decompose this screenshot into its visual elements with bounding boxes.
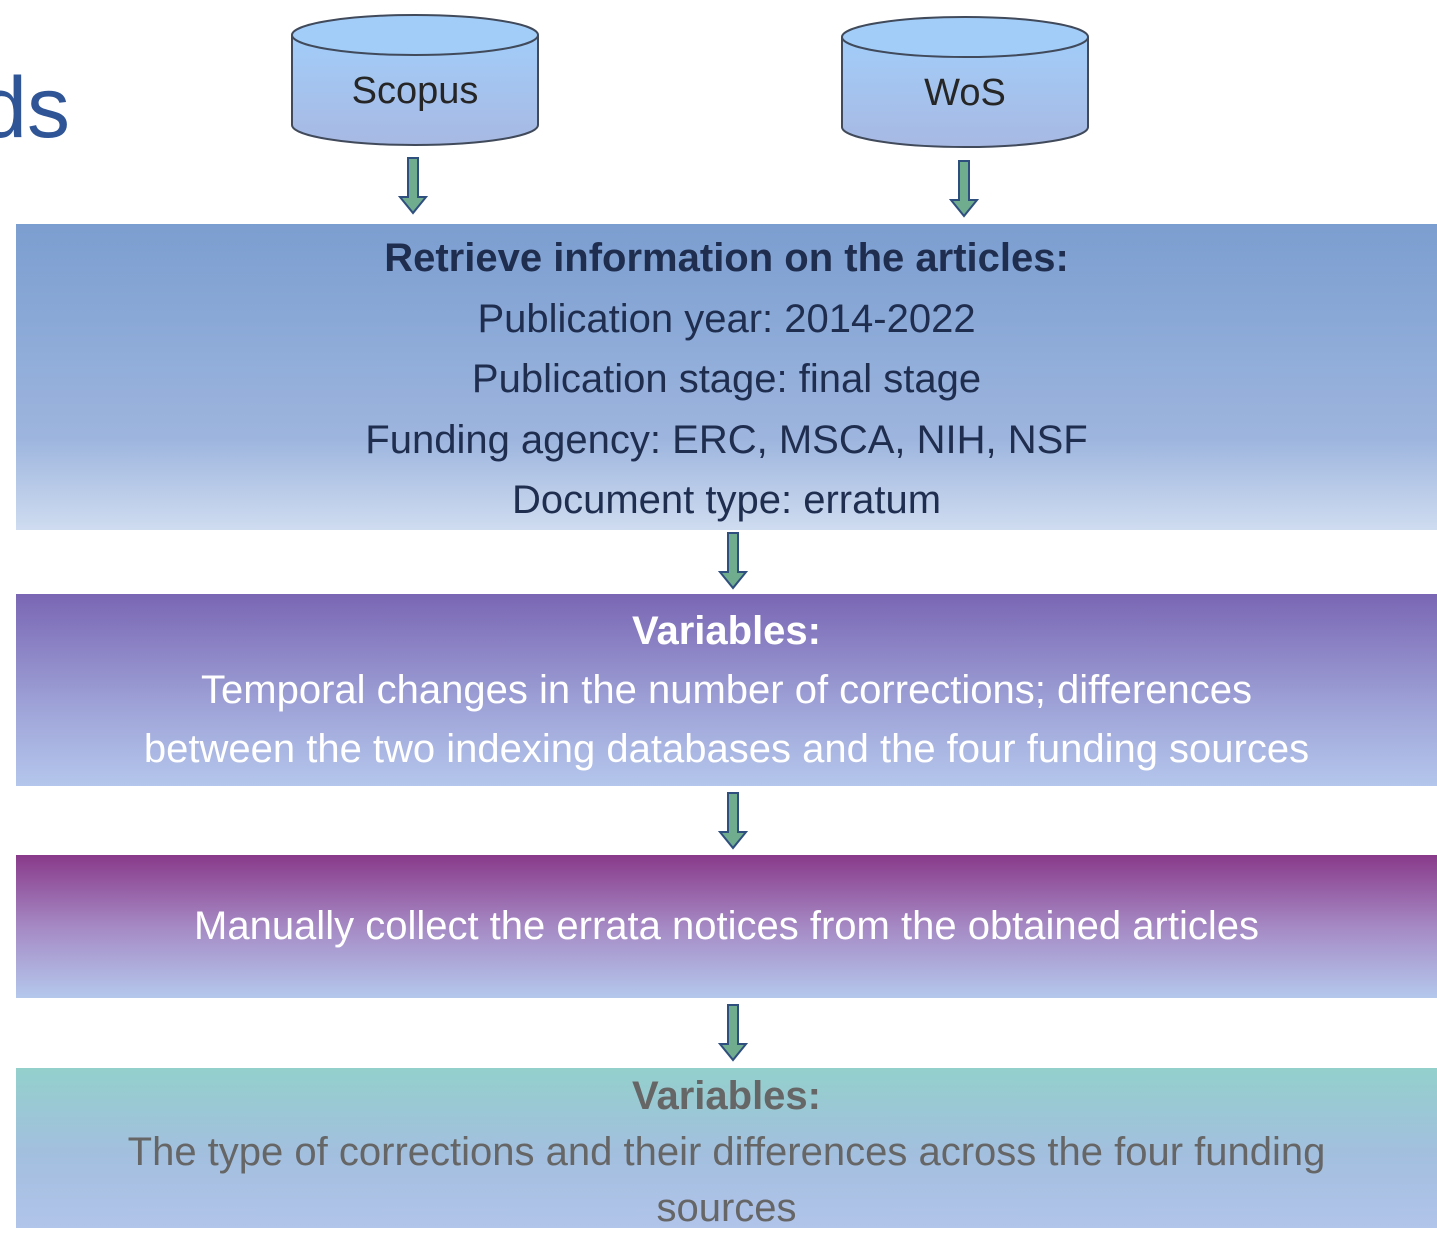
- step-retrieve-line: Funding agency: ERC, MSCA, NIH, NSF: [365, 417, 1088, 462]
- step-variables-line: sources: [656, 1186, 797, 1230]
- step-variables-heading: Variables:: [631, 1074, 821, 1118]
- arrow-down-icon: [718, 792, 748, 850]
- arrow-down-icon: [949, 160, 979, 218]
- cylinder-icon: [841, 16, 1089, 148]
- step-retrieve-line: Document type: erratum: [511, 478, 942, 522]
- step-retrieve-line: Publication stage: final stage: [471, 357, 982, 401]
- step-variables-line: Temporal changes in the number of correc…: [201, 668, 1252, 712]
- slide-title-fragment: ds: [0, 60, 70, 156]
- arrow-down-icon: [718, 532, 748, 590]
- step-variables-heading: Variables:: [631, 609, 821, 653]
- database-wos: WoS: [840, 10, 1090, 150]
- step-manual-collect-text: Manually collect the errata notices from…: [194, 904, 1259, 948]
- database-label-scopus: Scopus: [351, 70, 479, 112]
- step-variables-box: Variables: The type of corrections and t…: [16, 1068, 1437, 1230]
- database-scopus: Scopus: [290, 8, 540, 148]
- step-retrieve-line: Publication year: 2014-2022: [477, 296, 976, 341]
- step-variables-line: The type of corrections and their differ…: [127, 1130, 1326, 1174]
- database-label-wos: WoS: [924, 72, 1006, 114]
- step-retrieve-box: Retrieve information on the articles: Pu…: [16, 224, 1437, 530]
- arrow-down-icon: [398, 157, 428, 215]
- cylinder-icon: [291, 14, 539, 146]
- step-variables-line: between the two indexing databases and t…: [143, 727, 1310, 771]
- step-manual-collect-box: Manually collect the errata notices from…: [16, 855, 1437, 998]
- arrow-down-icon: [718, 1004, 748, 1062]
- step-retrieve-heading: Retrieve information on the articles:: [384, 236, 1069, 280]
- step-variables-box: Variables: Temporal changes in the numbe…: [16, 594, 1437, 786]
